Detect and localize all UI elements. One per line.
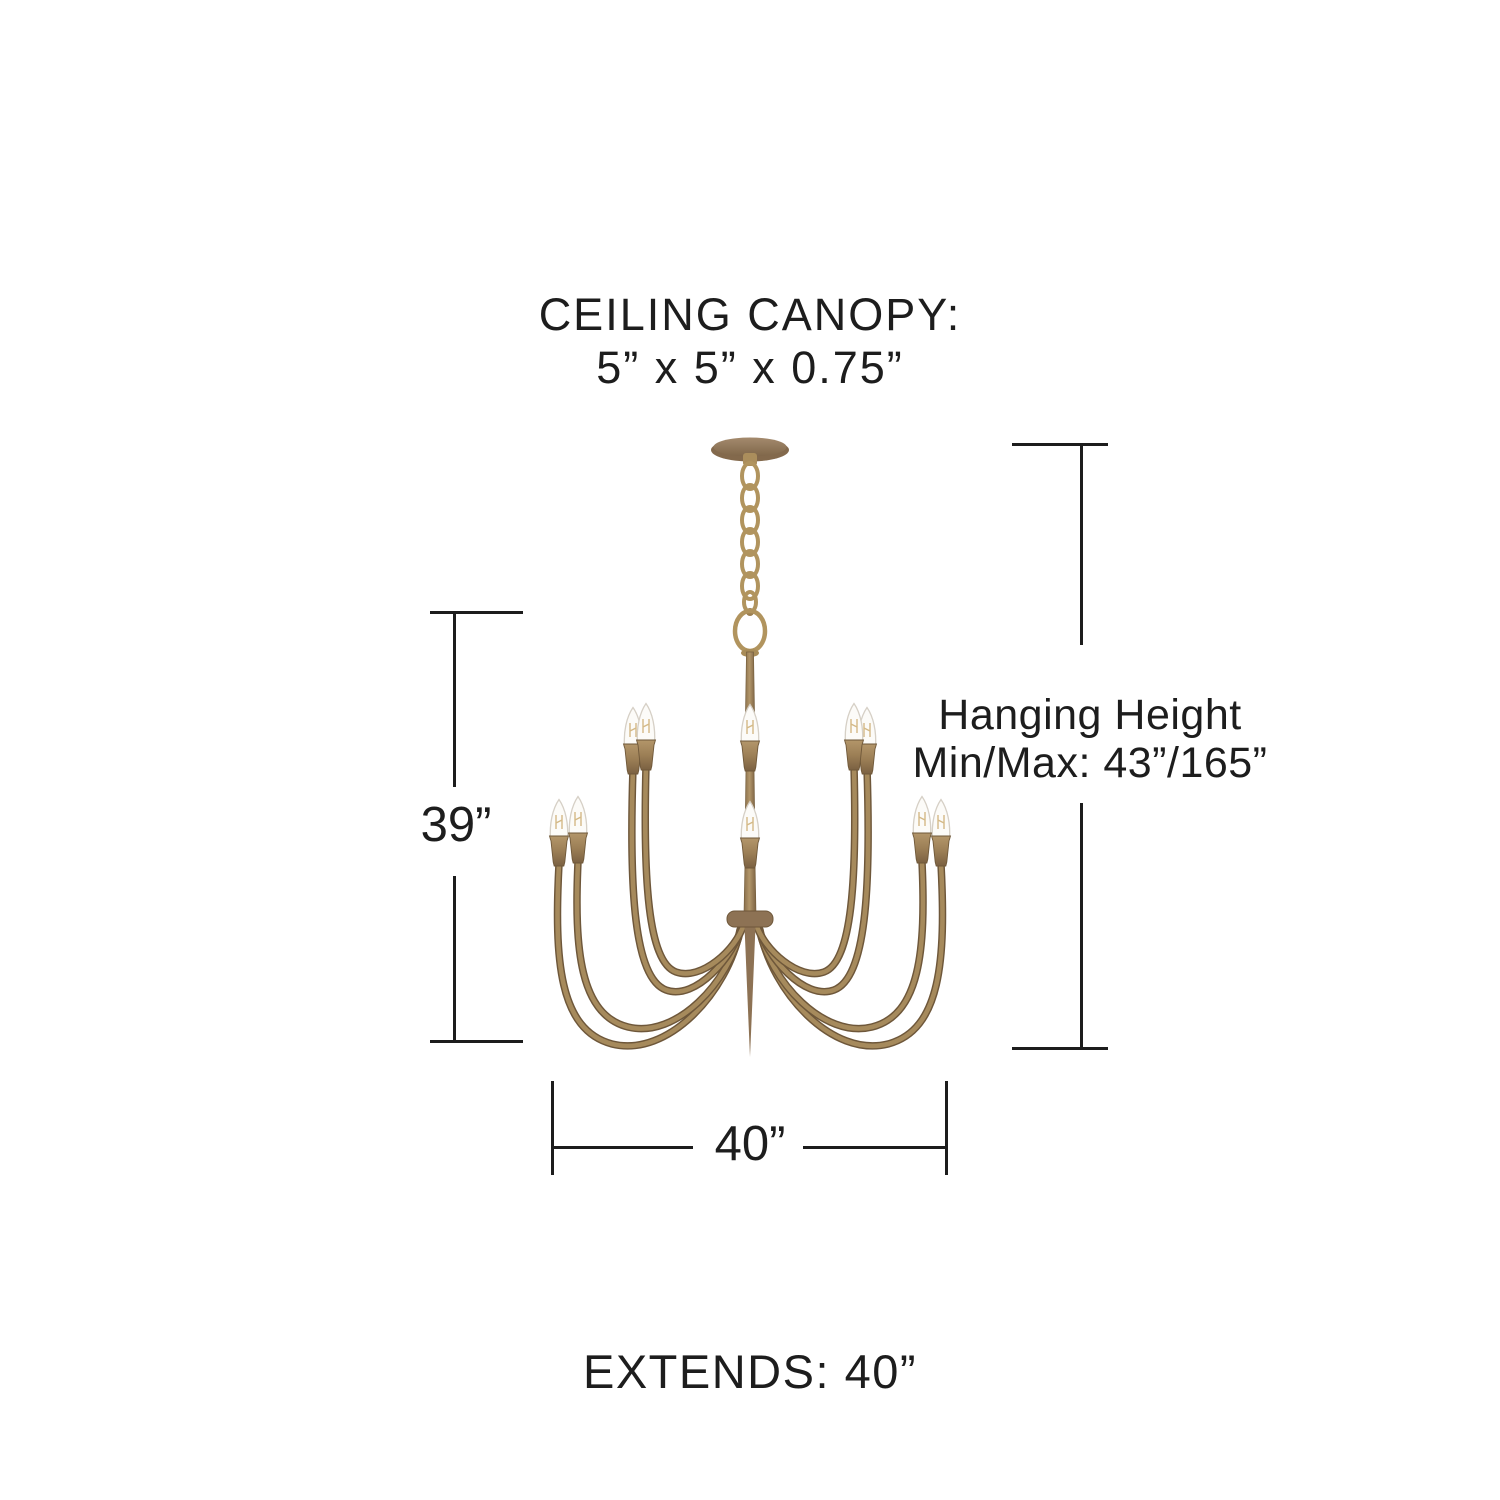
dim-40-cap-right xyxy=(945,1081,948,1175)
dim-40-label: 40” xyxy=(714,1117,786,1171)
dim-40-line-left xyxy=(551,1146,693,1149)
dim-39-line-bottom xyxy=(453,876,456,1042)
ceiling-canopy-title: CEILING CANOPY: xyxy=(538,289,962,340)
center-top-candle xyxy=(739,703,761,772)
ceiling-canopy-label: CEILING CANOPY: 5” x 5” x 0.75” xyxy=(300,288,1200,394)
arms-left xyxy=(550,704,745,1046)
center-ring xyxy=(732,608,768,657)
dim-hanging-line-bottom xyxy=(1080,803,1083,1049)
dim-hanging-cap-top xyxy=(1012,443,1108,446)
hanging-height-minmax: Min/Max: 43”/165” xyxy=(912,739,1268,787)
dim-hanging-cap-bottom xyxy=(1012,1047,1108,1050)
hanging-chain xyxy=(740,461,760,614)
center-mid-candle xyxy=(739,800,761,869)
hanging-height-label: Hanging Height Min/Max: 43”/165” xyxy=(850,691,1330,787)
dim-39-line-top xyxy=(453,611,456,787)
extends-label: EXTENDS: 40” xyxy=(582,1345,918,1398)
dim-39-label: 39” xyxy=(420,798,492,852)
center-hub xyxy=(726,910,774,928)
dim-40-cap-left xyxy=(551,1081,554,1175)
dim-40-line-right xyxy=(803,1146,948,1149)
dim-hanging-line-top xyxy=(1080,443,1083,645)
ceiling-canopy-size: 5” x 5” x 0.75” xyxy=(596,342,904,393)
dim-39-cap-top xyxy=(430,611,523,614)
dim-39-cap-bottom xyxy=(430,1040,523,1043)
hanging-height-title: Hanging Height xyxy=(938,691,1242,739)
bottom-finial xyxy=(744,926,756,1057)
